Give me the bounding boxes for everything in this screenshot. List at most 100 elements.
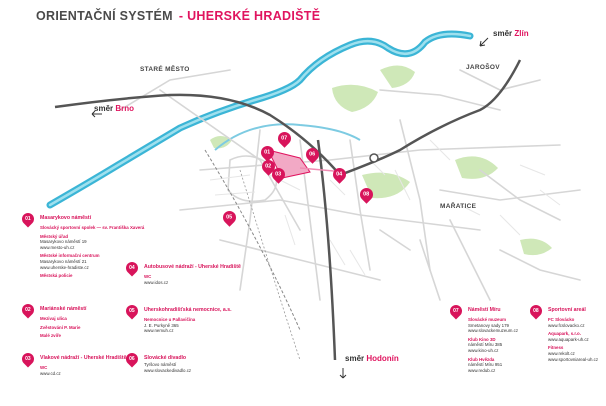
legend-line: www.mesto-uh.cz <box>40 244 75 250</box>
legend-line: Masarykovo náměstí 21 <box>40 258 87 264</box>
legend-line: www.fcslovacko.cz <box>548 322 585 328</box>
legend-title: Masarykovo náměstí <box>40 215 92 221</box>
legend-title: Sportovní areál <box>548 307 586 313</box>
legend-title: Slovácké divadlo <box>144 355 187 361</box>
legend-entry-03: 03 Vlakové nádraží - Uherské Hradiště WC… <box>19 350 152 376</box>
legend-number-text: 08 <box>533 308 539 314</box>
legend-line: www.cd.cz <box>40 370 61 376</box>
legend-line: náměstí Míru 951 <box>468 362 503 368</box>
legend-number-text: 06 <box>129 356 135 362</box>
pin-label: 07 <box>281 135 288 141</box>
canal <box>214 123 361 151</box>
legend-line: J. E. Purkyně 365 <box>144 322 179 328</box>
pin-label: 06 <box>309 151 316 157</box>
legend-title: Náměstí Míru <box>468 307 501 313</box>
direction-city: Hodonín <box>366 354 399 363</box>
legend-subtitle: Slovácké muzeum <box>468 317 507 322</box>
legend-entry-04: 04 Autobusové nádraží - Uherské Hradiště… <box>123 259 256 285</box>
legend-line: www.slovackedivadlo.cz <box>144 367 192 373</box>
arrow-brno-icon <box>91 110 102 118</box>
legend-subtitle: Městská policie <box>40 273 73 279</box>
legend-line: náměstí Míru 385 <box>468 342 503 348</box>
river-morava <box>46 30 474 209</box>
legend-line: www.aquapark-uh.cz <box>548 336 589 342</box>
legend-subtitle: Nemocnice u Pallavičína <box>144 317 196 322</box>
legend-line: www.uherske-hradiste.cz <box>40 264 89 270</box>
legend-line: Tyršovo náměstí <box>144 362 177 367</box>
pin-label: 05 <box>226 214 233 220</box>
direction-city: Brno <box>115 104 135 113</box>
pin-label: 03 <box>275 171 282 177</box>
legend-subtitle: Malé zvíře <box>40 333 61 339</box>
minor-streets <box>209 139 561 276</box>
legend-line: www.idos.cz <box>144 279 169 285</box>
direction-city: Zlín <box>514 29 529 38</box>
title-main: ORIENTAČNÍ SYSTÉM <box>36 9 173 23</box>
page-title: ORIENTAČNÍ SYSTÉM - UHERSKÉ HRADIŠTĚ <box>36 9 320 23</box>
legend-entry-05: 05 Uherskohradišťská nemocnice, a.s. Nem… <box>123 302 256 334</box>
title-city: - UHERSKÉ HRADIŠTĚ <box>178 9 321 23</box>
legend-line: www.sportovniareal-uh.cz <box>548 356 599 362</box>
legend-subtitle: Mezivaj ulica <box>40 316 67 321</box>
legend-subtitle: Fitness <box>548 345 564 351</box>
direction-brno: směr Brno <box>94 104 134 113</box>
legend-title: Uherskohradišťská nemocnice, a.s. <box>144 307 232 313</box>
legend-entry-01: 01 Masarykovo náměstí Slovácký sportovní… <box>19 210 152 279</box>
legend-line: www.nemuh.cz <box>144 328 174 334</box>
river-highlight <box>48 32 472 207</box>
green-areas <box>210 65 552 256</box>
legend-subtitle: Slovácký sportovní spolek — sv. Františk… <box>40 225 145 230</box>
road-hodonin <box>316 139 337 361</box>
pin-label: 01 <box>264 149 271 155</box>
direction-prefix: směr <box>345 354 365 363</box>
legend-line: Smetanovy sady 179 <box>468 322 510 328</box>
legend-line: www.kino-uh.cz <box>468 347 499 353</box>
legend-number-text: 03 <box>25 356 31 362</box>
legend-line: www.slovackemuzeum.cz <box>468 328 519 334</box>
railway-zlin <box>339 59 522 177</box>
legend-title: Mariánské náměstí <box>40 306 87 312</box>
legend-subtitle: Klub Kino 3D <box>468 336 496 342</box>
direction-zlin: směr Zlín <box>493 29 529 38</box>
legend-number-text: 07 <box>453 308 459 314</box>
pin-label: 02 <box>265 163 272 169</box>
dashed-track <box>204 149 301 331</box>
streets <box>119 69 581 301</box>
legend-number-text: 01 <box>25 216 31 222</box>
place-jarosov: JAROŠOV <box>466 64 500 71</box>
place-maratice: MAŘATICE <box>440 203 477 210</box>
legend-number-text: 05 <box>129 308 135 314</box>
legend-title: Autobusové nádraží - Uherské Hradiště <box>144 264 241 270</box>
legend-line: www.rekolt.cz <box>548 350 575 356</box>
direction-prefix: směr <box>493 29 513 38</box>
legend-entry-02: 02 Mariánské náměstí Mezivaj ulica Zvěst… <box>19 301 152 339</box>
legend-line: Masarykovo náměstí 19 <box>40 239 87 245</box>
legend-line: www.redub.cz <box>468 367 496 373</box>
legend-entry-08: 08 Sportovní areál FC Slovácko www.fcslo… <box>527 302 604 362</box>
direction-hodonin: směr Hodonín <box>345 354 399 363</box>
legend-entry-07: 07 Náměstí Míru Slovácké muzeum Smetanov… <box>447 302 538 373</box>
arrow-hodonin-icon <box>339 368 347 379</box>
legend-subtitle: Městské informační centrum <box>40 253 100 259</box>
legend-subtitle: Klub Hvězda <box>468 356 495 362</box>
place-stare-mesto: STARÉ MĚSTO <box>140 66 190 73</box>
arrow-zlin-icon <box>479 37 489 47</box>
legend-number-text: 04 <box>129 265 135 271</box>
legend-subtitle: Aquapark, s.r.o. <box>548 331 581 337</box>
railway-brno <box>54 93 341 176</box>
legend-subtitle: Městský úřad <box>40 233 69 239</box>
legend-subtitle: WC <box>40 365 48 370</box>
roundabout <box>369 153 379 163</box>
legend-entry-06: 06 Slovácké divadlo Tyršovo náměstí www.… <box>123 350 256 373</box>
legend-subtitle: FC Slovácko <box>548 317 575 322</box>
legend-subtitle: Zvěstování P. Marie <box>40 324 81 330</box>
pin-label: 08 <box>363 191 370 197</box>
legend-title: Vlakové nádraží - Uherské Hradiště <box>40 355 127 361</box>
legend-subtitle: WC <box>144 274 152 279</box>
pin-label: 04 <box>336 171 343 177</box>
direction-prefix: směr <box>94 104 114 113</box>
dashed-track-2 <box>239 169 301 361</box>
legend-number-text: 02 <box>25 307 31 313</box>
